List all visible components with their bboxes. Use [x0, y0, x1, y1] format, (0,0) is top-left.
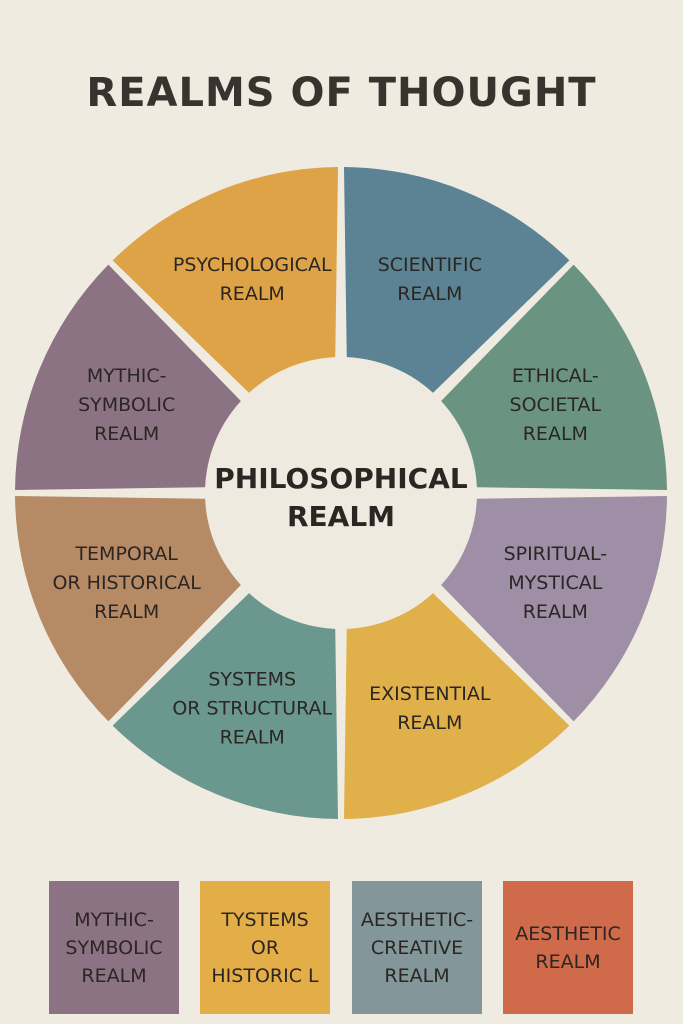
legend-label-line: SYMBOLIC — [65, 936, 163, 959]
legend-item-systems-historic: TYSTEMS OR HISTORIC L — [200, 881, 330, 1014]
legend-item-aesthetic: AESTHETIC REALM — [503, 881, 633, 1014]
center-label-line: REALM — [287, 500, 395, 533]
center-label-line: PHILOSOPHICAL — [214, 462, 468, 495]
segment-label-line: SOCIETAL — [510, 394, 602, 416]
segment-label-line: TEMPORAL — [74, 543, 178, 565]
legend-label-line: AESTHETIC — [515, 922, 621, 945]
legend-label-line: MYTHIC- — [74, 908, 154, 931]
segment-label-line: ETHICAL- — [512, 365, 599, 387]
segment-temporal-historical — [15, 495, 253, 722]
segment-label-systems-structural: SYSTEMS OR STRUCTURAL REALM — [172, 668, 332, 748]
segment-label-line: MYTHIC- — [87, 365, 167, 387]
segment-label-line: REALM — [220, 726, 285, 748]
segment-label-line: SYSTEMS — [208, 668, 296, 690]
segment-label-ethical-societal: ETHICAL- SOCIETAL REALM — [510, 365, 602, 445]
segment-label-line: SPIRITUAL- — [504, 543, 608, 565]
legend-label-line: AESTHETIC- — [360, 908, 474, 931]
segment-ethical-societal — [429, 264, 667, 491]
legend-label-line: CREATIVE — [370, 936, 464, 959]
legend-label-line: TYSTEMS — [221, 908, 309, 931]
legend-item-aesthetic-creative: AESTHETIC- CREATIVE REALM — [352, 881, 482, 1014]
segment-label-existential: EXISTENTIAL REALM — [369, 683, 491, 734]
segment-scientific — [343, 167, 570, 405]
segment-label-line: PSYCHOLOGICAL — [173, 254, 332, 276]
segment-label-line: REALM — [397, 712, 462, 734]
legend-label-line: REALM — [535, 950, 601, 973]
segment-label-line: REALM — [523, 423, 588, 445]
segment-label-line: SYMBOLIC — [78, 394, 175, 416]
segment-label-line: REALM — [523, 601, 588, 623]
segment-psychological — [112, 167, 339, 405]
segment-label-line: EXISTENTIAL — [369, 683, 491, 705]
segment-label-line: OR HISTORICAL — [52, 572, 201, 594]
segment-label-line: REALM — [94, 423, 159, 445]
center-label-philosophical: PHILOSOPHICAL REALM — [214, 462, 468, 533]
segment-label-line: OR STRUCTURAL — [172, 697, 332, 719]
center-circle — [205, 357, 477, 629]
segment-mythic-symbolic — [15, 264, 253, 491]
segment-existential — [343, 581, 570, 819]
legend-item-mythic-symbolic: MYTHIC- SYMBOLIC REALM — [49, 881, 179, 1014]
legend-label-line: REALM — [81, 964, 147, 987]
segment-label-psychological: PSYCHOLOGICAL REALM — [173, 254, 332, 305]
segment-label-temporal-historical: TEMPORAL OR HISTORICAL REALM — [52, 543, 201, 623]
segment-label-line: REALM — [397, 283, 462, 305]
segment-label-line: REALM — [220, 283, 285, 305]
segment-label-scientific: SCIENTIFIC REALM — [378, 254, 482, 305]
page-title: REALMS OF THOUGHT — [86, 70, 597, 116]
legend-label-line: HISTORIC L — [211, 964, 319, 987]
segment-spiritual-mystical — [429, 495, 667, 722]
segment-label-line: MYSTICAL — [508, 572, 603, 594]
legend-label-line: OR — [250, 936, 280, 959]
segment-systems-structural — [112, 581, 339, 819]
legend-label-line: REALM — [384, 964, 450, 987]
segment-label-line: REALM — [94, 601, 159, 623]
segment-label-mythic-symbolic: MYTHIC- SYMBOLIC REALM — [78, 365, 175, 445]
segment-label-line: SCIENTIFIC — [378, 254, 482, 276]
segment-label-spiritual-mystical: SPIRITUAL- MYSTICAL REALM — [504, 543, 608, 623]
